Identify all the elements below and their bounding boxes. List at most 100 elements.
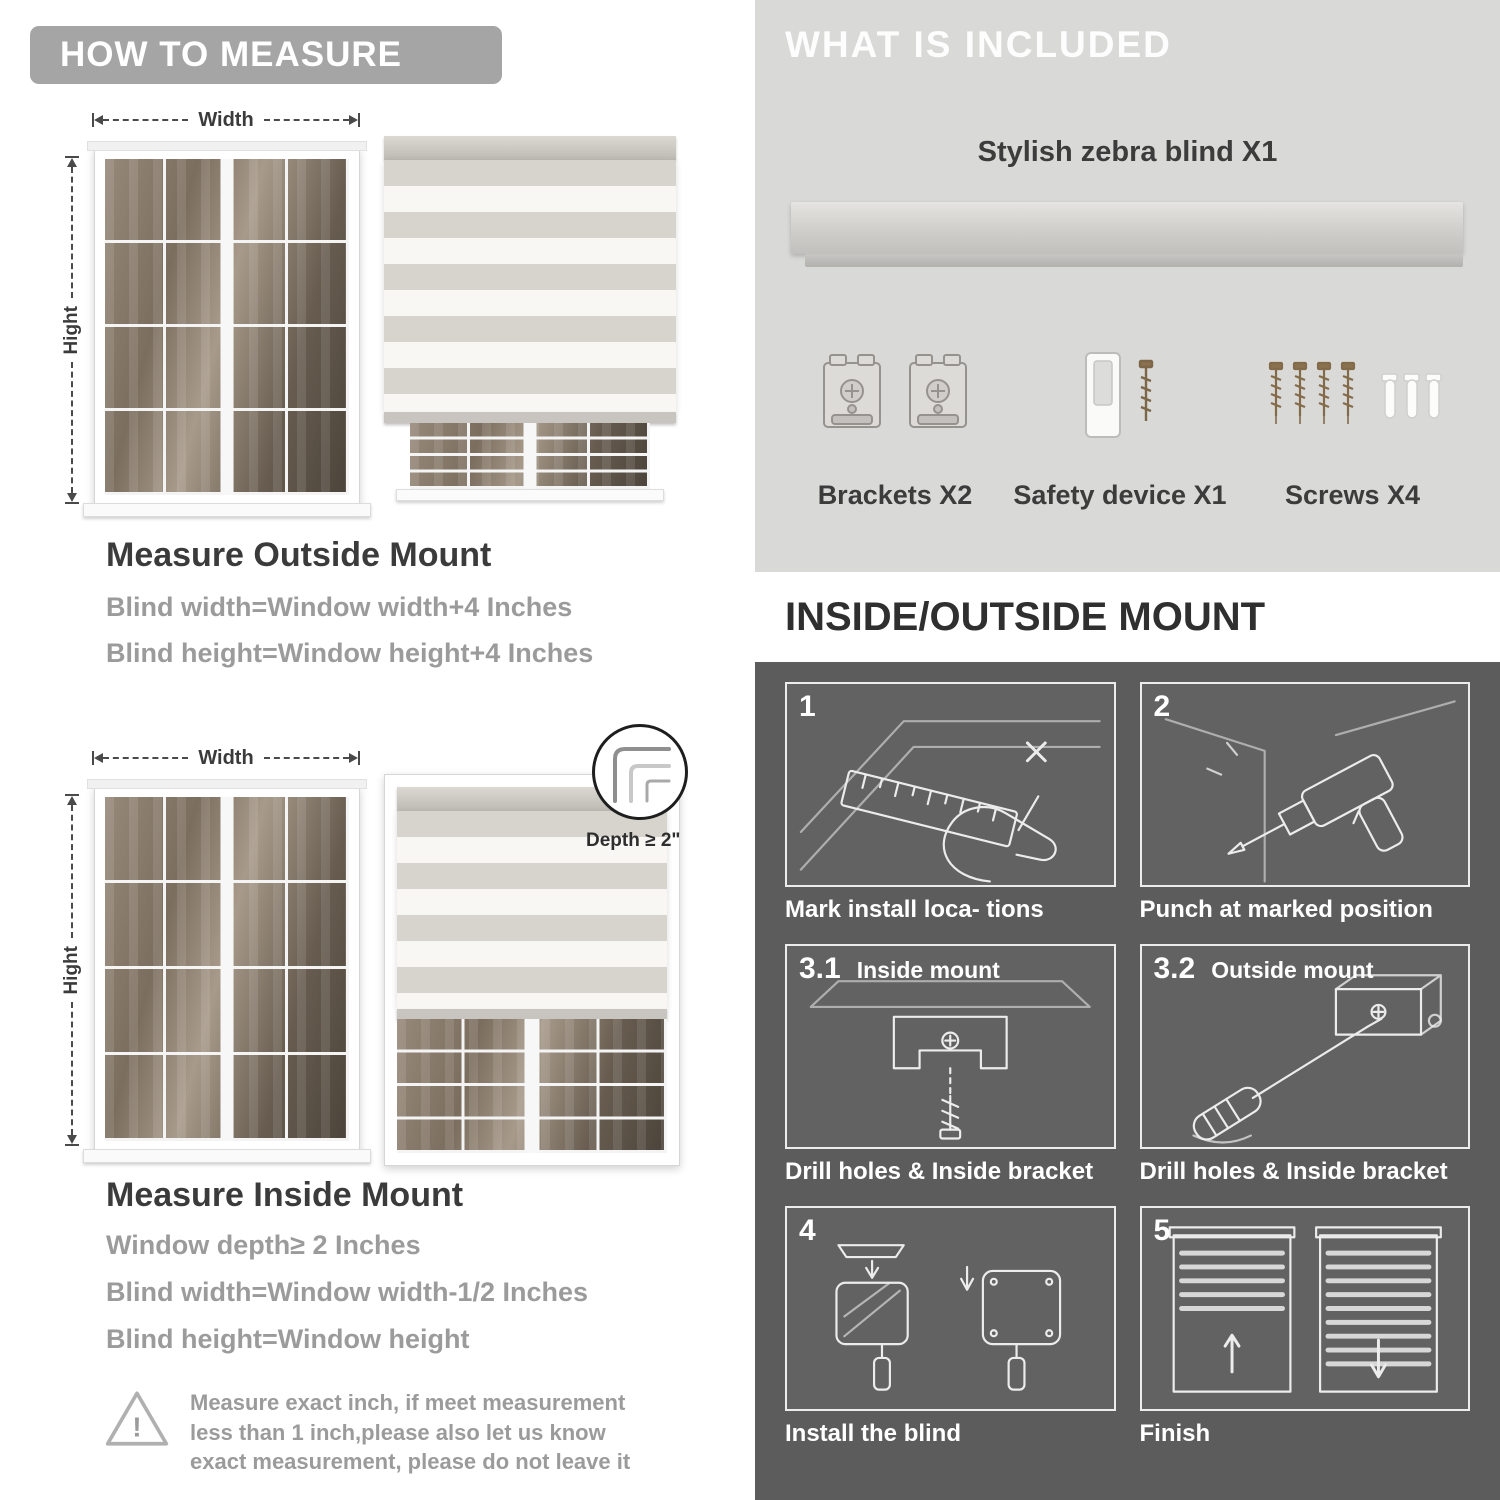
inside-bracket-art (809, 980, 1091, 1140)
window-sill (83, 503, 371, 517)
arrowhead-left-icon (94, 753, 103, 763)
arrow-cap (65, 502, 79, 505)
brackets-label: Brackets X2 (817, 480, 973, 510)
bracket-icon (823, 354, 881, 428)
step-number: 3.1 (799, 952, 841, 985)
inside-rule-depth: Window depth≥ 2 Inches (106, 1230, 421, 1260)
depth-detail-magnifier (592, 724, 688, 820)
step-number: 3.2 (1153, 952, 1196, 985)
window-panes (397, 1019, 667, 1153)
arrow-cap (92, 751, 94, 765)
outside-mount-step-label: Outside mount (1211, 957, 1374, 983)
outside-bracket-art (1191, 974, 1442, 1144)
blind-cassette (384, 136, 676, 160)
window-corner-detail-icon (613, 747, 671, 803)
zebra-blind-stripes (397, 811, 667, 1009)
screws-art (1258, 318, 1448, 476)
arrow-cap (92, 113, 94, 127)
arrowhead-left-icon (94, 115, 103, 125)
install-blind-art (835, 1244, 1062, 1391)
safety-device-icon (1085, 352, 1154, 438)
mount-section-title: INSIDE/OUTSIDE MOUNT (785, 594, 1266, 639)
outside-mount-title: Measure Outside Mount (106, 536, 492, 574)
arrowhead-down-icon (67, 493, 77, 503)
arrow-cap (358, 751, 361, 765)
what-is-included-banner: WHAT IS INCLUDED (785, 24, 1172, 65)
width-label: Width (198, 108, 254, 131)
outside-rule-height: Blind height=Window height+4 Inches (106, 638, 594, 668)
zebra-blind-stripes (384, 160, 676, 412)
inside-mount-step-label: Inside mount (856, 957, 1000, 983)
finish-art (1168, 1226, 1442, 1393)
inside-rule-height: Blind height=Window height (106, 1324, 470, 1354)
how-to-measure-panel: HOW TO MEASURE Width Hight (30, 26, 690, 1475)
step-1-caption: Mark install loca- tions (785, 896, 1044, 923)
step-number: 4 (799, 1214, 816, 1247)
window-panes (105, 797, 349, 1141)
inside-rule-width: Blind width=Window width-1/2 Inches (106, 1277, 589, 1307)
depth-requirement-label: Depth ≥ 2" (586, 830, 681, 851)
zebra-blind-cassette-illustration (791, 202, 1463, 267)
step-2: 2 (1139, 682, 1470, 926)
window-sill (396, 489, 664, 501)
dashed-line (103, 119, 189, 121)
step-number: 1 (799, 690, 816, 723)
blind-bottom-rail (384, 412, 676, 423)
dashed-line (263, 119, 350, 121)
steps-grid: 1 (785, 682, 1470, 1450)
warning-triangle-icon: ! (105, 1391, 169, 1446)
blind-bottom-rail (397, 1009, 667, 1019)
window-illustration (83, 779, 371, 1163)
arrowhead-right-icon (349, 115, 359, 125)
included-items-row: Brackets X2 Safety device X1 (785, 318, 1470, 511)
outside-mount-blind-illustration (384, 136, 676, 526)
window-lintel (87, 141, 367, 151)
outside-rule-width: Blind width=Window width+4 Inches (106, 592, 573, 622)
step-3-1: 3.1 Inside mount (785, 944, 1116, 1188)
arrowhead-up-icon (67, 158, 77, 167)
step-3-2: 3.2 Outside mount (1139, 944, 1470, 1188)
warning-text: Measure exact inch, if meet measurement … (190, 1390, 631, 1475)
safety-device-art (1060, 318, 1180, 476)
outside-mount-figure: Width Hight (61, 108, 690, 528)
window-lintel (87, 779, 367, 789)
step-1: 1 (785, 682, 1116, 926)
step-2-caption: Punch at marked position (1139, 896, 1433, 923)
width-label: Width (198, 746, 254, 769)
height-measure-arrow: Hight (61, 156, 82, 505)
safety-device-item: Safety device X1 (1005, 318, 1235, 511)
dashed-line (71, 1002, 73, 1136)
dashed-line (103, 757, 189, 759)
mount-steps-panel: 1 (755, 662, 1500, 1500)
window-under-blind (396, 423, 664, 501)
inside-mount-title: Measure Inside Mount (106, 1176, 464, 1214)
step-3-1-box: 3.1 Inside mount (785, 944, 1116, 1149)
brackets-item: Brackets X2 (785, 318, 1005, 511)
screws-and-anchors-icon (1268, 361, 1442, 426)
brackets-art (816, 318, 974, 476)
window-sill (83, 1149, 371, 1163)
window-panes (105, 159, 349, 495)
step-number: 2 (1153, 690, 1171, 723)
arrow-cap (65, 156, 79, 158)
what-is-included-panel: WHAT IS INCLUDED Stylish zebra blind X1 (755, 0, 1500, 572)
step-5: 5 Fi (1139, 1206, 1470, 1450)
window-illustration (83, 141, 371, 517)
step-4: 4 (785, 1206, 1116, 1450)
height-measure-arrow: Hight (61, 794, 82, 1147)
arrow-cap (65, 1144, 79, 1147)
step-1-box: 1 (785, 682, 1116, 887)
dashed-line (71, 362, 73, 494)
dashed-line (263, 757, 350, 759)
step-4-caption: Install the blind (785, 1420, 962, 1447)
step-number: 5 (1153, 1214, 1171, 1247)
arrowhead-up-icon (67, 796, 77, 805)
drill-art (1164, 700, 1456, 883)
arrow-cap (358, 113, 361, 127)
dashed-line (71, 167, 73, 298)
mount-title-band: INSIDE/OUTSIDE MOUNT (755, 572, 1500, 662)
step-3-2-box: 3.2 Outside mount (1139, 944, 1470, 1149)
height-label: Hight (61, 305, 82, 355)
window-panes (410, 423, 650, 489)
